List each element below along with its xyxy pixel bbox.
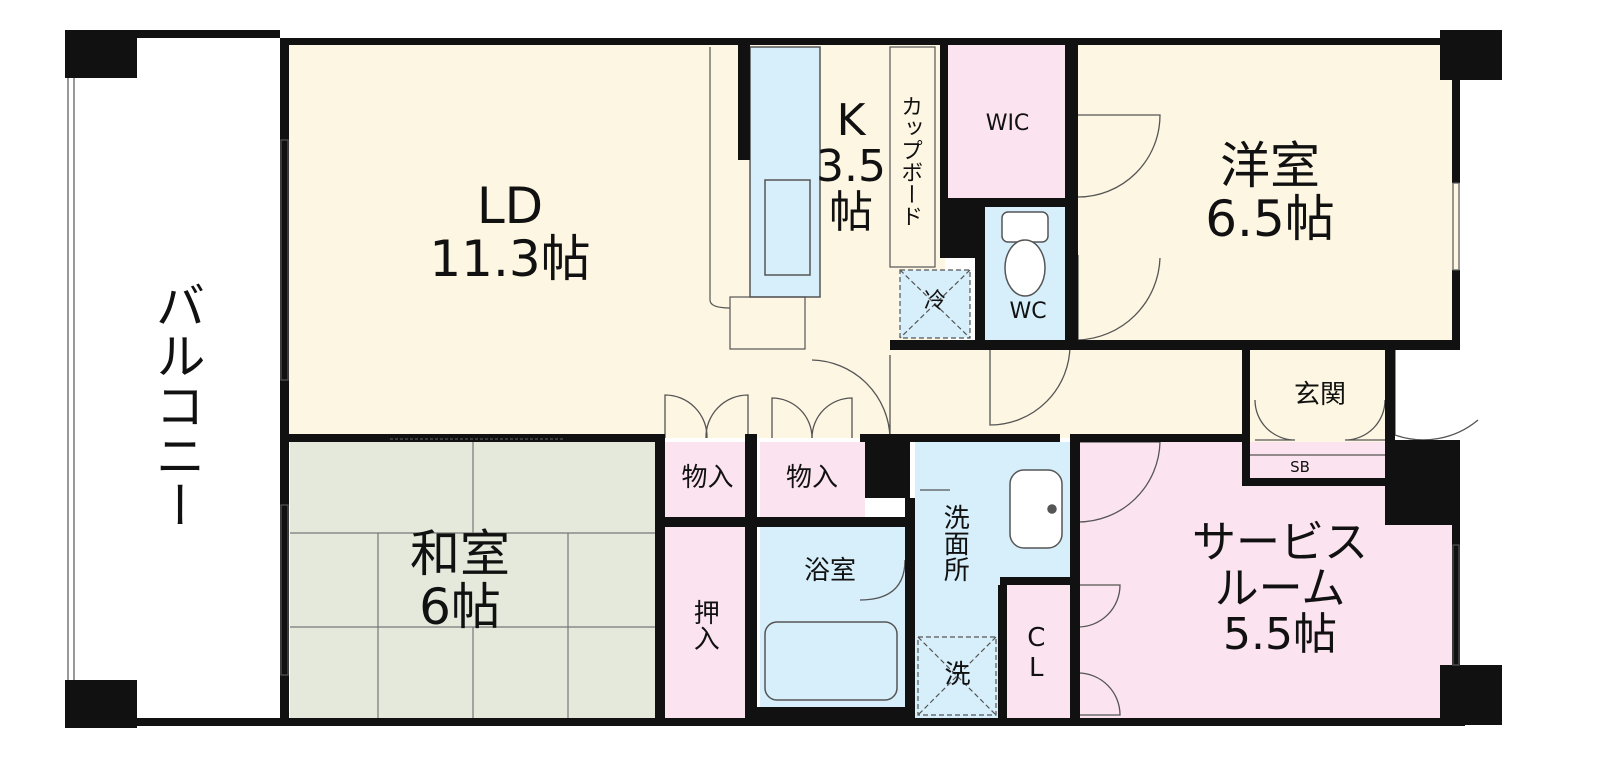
bathtub-fixture [764,621,898,701]
wic-label: WIC [985,111,1030,136]
toilet-fixture [1001,211,1049,297]
senmenjo-floor [915,442,1000,720]
sink-fixture [1009,469,1063,549]
ld-size: 11.3帖 [429,229,591,288]
corridor-floor [890,345,1250,438]
oshiire-floor [665,527,750,720]
fridge-label: 冷 [923,289,946,314]
youshitsu-label: 洋室 6.5帖 [1170,140,1370,245]
door-swings [664,114,1479,716]
kitchen-label: K 3.5 帖 [815,95,887,239]
washer-label: 洗 [944,660,971,690]
balcony-area [70,40,280,720]
closet1-label: 物入 [681,463,734,493]
wc-label: WC [1009,299,1047,324]
bath-floor [760,527,910,707]
balcony-label: バルコニー [147,280,206,530]
washitsu-name: 和室 [410,525,510,583]
oshiire-label: 押入 [689,599,720,651]
wic-floor [945,45,1070,200]
windows [67,78,1460,680]
sb-label: SB [1290,458,1310,476]
genkan-label: 玄関 [1293,380,1346,410]
senmenjo-label: 洗面所 [939,504,970,582]
youshitsu-name: 洋室 [1220,137,1320,195]
kitchen-name: K [836,95,866,146]
walls [65,30,1502,728]
youshitsu-size: 6.5帖 [1205,189,1335,248]
youshitsu-floor [1075,45,1460,345]
ld-label: LD 11.3帖 [410,180,610,285]
cl-label: CL [1021,623,1052,683]
washer-space [917,636,997,716]
washitsu-label: 和室 6帖 [380,528,540,633]
cupboard-unit [889,46,936,268]
service-room-line2: ルーム [1214,563,1346,615]
service-room-label: サービス ルーム 5.5帖 [1150,517,1410,661]
service-room-line1: サービス [1192,517,1368,568]
closet1-floor [665,442,750,517]
tatami-lines [290,442,655,720]
kitchen-counter [709,46,821,350]
washitsu-size: 6帖 [419,577,501,636]
closet2-label: 物入 [785,463,838,493]
cupboard-label: カップボード [897,95,923,227]
fridge-space [899,269,971,339]
bath-label: 浴室 [803,556,856,586]
kitchen-size-num: 3.5 [816,141,886,193]
kitchen-size-unit: 帖 [829,187,873,239]
cl-floor [1005,585,1075,720]
service-room-size: 5.5帖 [1223,609,1337,661]
ld-name: LD [476,177,544,235]
closet2-floor [760,442,865,517]
